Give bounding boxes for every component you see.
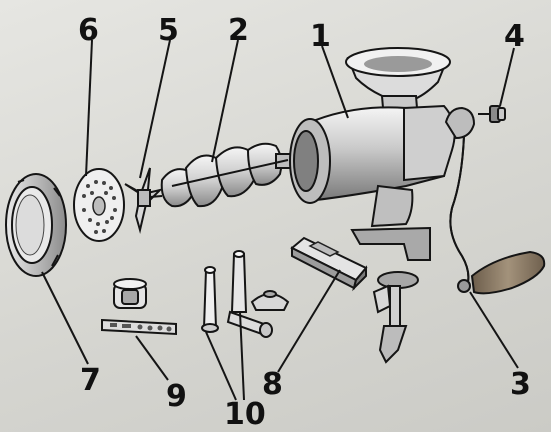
leader-line-1 [321, 45, 349, 119]
part-number-1: 1 [310, 19, 331, 54]
part-number-5: 5 [158, 13, 179, 48]
part-number-9: 9 [166, 379, 187, 414]
handle-part [444, 106, 546, 295]
part-numbers: 6 5 2 1 4 3 7 9 10 8 [78, 13, 531, 432]
part-number-6: 6 [78, 13, 99, 48]
knob-part [478, 105, 506, 123]
leader-line-7 [41, 271, 89, 365]
part-number-3: 3 [510, 367, 531, 402]
leader-line-5 [139, 39, 171, 179]
leader-lines [41, 39, 519, 401]
part-number-4: 4 [504, 19, 525, 54]
part-number-7: 7 [80, 363, 101, 398]
part-number-8: 8 [262, 367, 283, 402]
body-part [289, 47, 456, 261]
ring-part [5, 173, 67, 277]
leader-line-4 [499, 47, 515, 107]
leader-line-8 [277, 269, 341, 373]
plate-part [73, 168, 125, 242]
knife-part [124, 167, 164, 234]
clamp-bracket-part [290, 236, 368, 292]
leader-line-9 [135, 335, 169, 381]
screw-part [160, 142, 297, 208]
leader-line-2 [211, 39, 239, 163]
sausage-funnels-part [201, 250, 290, 338]
part-number-10: 10 [224, 397, 266, 432]
leader-line-6 [85, 39, 93, 177]
clamp-screw [372, 271, 419, 364]
part-number-2: 2 [228, 13, 249, 48]
plate-holes [82, 180, 117, 234]
leader-line-3 [469, 291, 519, 369]
kubbe-attachment-part [101, 278, 177, 336]
leader-line-10b [239, 311, 245, 401]
leader-line-10a [205, 331, 237, 401]
